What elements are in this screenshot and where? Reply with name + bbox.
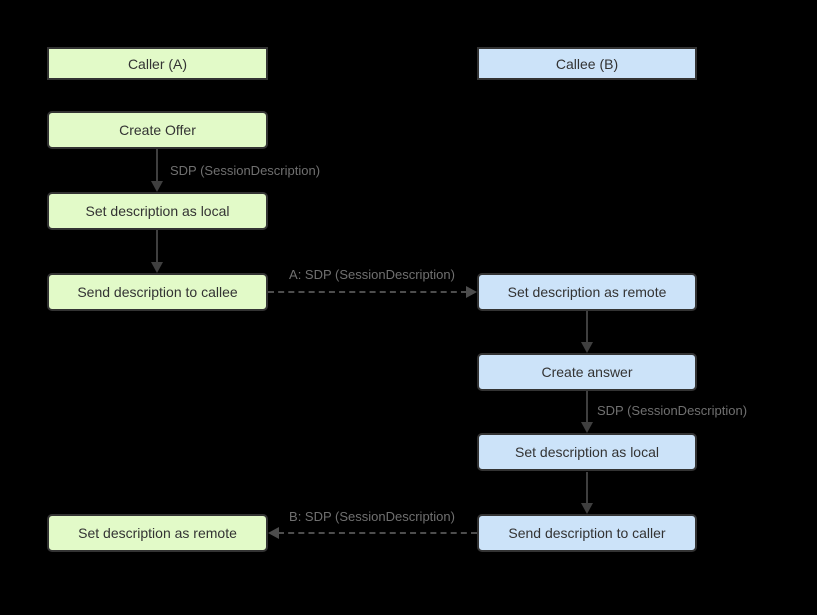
arrowhead-down-icon: [151, 262, 163, 273]
edge-label-offer-sdp: SDP (SessionDescription): [170, 163, 321, 178]
arrow-set-local-to-send-callee: [151, 230, 163, 273]
arrowhead-down-icon: [151, 181, 163, 192]
arrow-shaft: [156, 230, 158, 263]
arrow-shaft: [586, 472, 588, 504]
arrow-dashed-shaft: [278, 532, 477, 534]
arrow-shaft: [156, 149, 158, 182]
node-set-description-remote-callee: Set description as remote: [477, 273, 697, 311]
arrow-create-offer-to-set-local: [151, 149, 163, 192]
arrow-shaft: [586, 311, 588, 343]
edge-label-b-sdp: B: SDP (SessionDescription): [289, 509, 455, 524]
arrow-dashed-shaft: [268, 291, 467, 293]
node-create-answer: Create answer: [477, 353, 697, 391]
arrow-shaft: [586, 391, 588, 423]
node-send-description-to-callee: Send description to callee: [47, 273, 268, 311]
arrowhead-left-icon: [268, 527, 279, 539]
node-set-description-remote-caller: Set description as remote: [47, 514, 268, 552]
arrowhead-down-icon: [581, 503, 593, 514]
node-create-offer: Create Offer: [47, 111, 268, 149]
node-callee-header: Callee (B): [477, 47, 697, 80]
node-send-description-to-caller: Send description to caller: [477, 514, 697, 552]
arrow-send-description-b: [268, 527, 477, 539]
node-set-description-local-callee: Set description as local: [477, 433, 697, 471]
arrowhead-down-icon: [581, 422, 593, 433]
arrow-set-local-to-send-caller: [581, 472, 593, 514]
arrow-set-remote-to-create-answer: [581, 311, 593, 353]
node-caller-header: Caller (A): [47, 47, 268, 80]
arrowhead-down-icon: [581, 342, 593, 353]
edge-label-answer-sdp: SDP (SessionDescription): [597, 403, 748, 418]
node-set-description-local-caller: Set description as local: [47, 192, 268, 230]
edge-label-a-sdp: A: SDP (SessionDescription): [289, 267, 455, 282]
arrow-create-answer-to-set-local: [581, 391, 593, 433]
arrow-send-description-a: [268, 286, 477, 298]
arrowhead-right-icon: [466, 286, 477, 298]
